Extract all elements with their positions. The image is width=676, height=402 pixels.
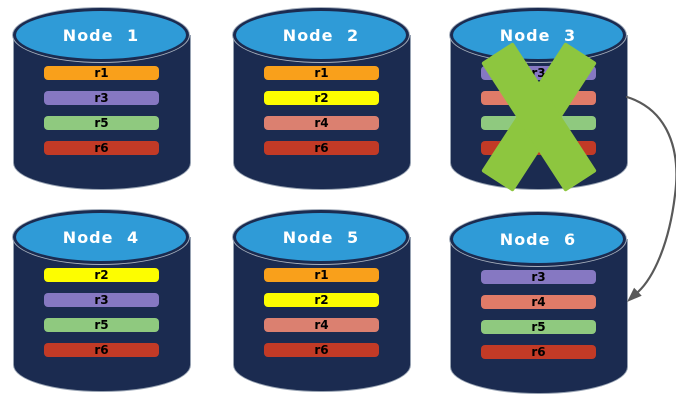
replica-bar-r4: r4 <box>481 295 596 309</box>
replica-bar-r2: r2 <box>264 293 379 307</box>
node-label: Node 4 <box>62 227 140 247</box>
replica-bar-r6: r6 <box>44 141 159 155</box>
replica-bar-r6: r6 <box>44 343 159 357</box>
cylinder-top: Node 5 <box>233 210 409 264</box>
db-node-5: Node 5 r1 r2 r4 r6 <box>233 210 411 394</box>
replica-bar-r1: r1 <box>264 66 379 80</box>
replica-bar-r1: r1 <box>44 66 159 80</box>
cylinder-top: Node 3 <box>450 8 626 62</box>
node-label: Node 5 <box>282 227 360 247</box>
replica-bar-r6: r6 <box>264 343 379 357</box>
cylinder-top: Node 6 <box>450 212 626 266</box>
cylinder-top: Node 1 <box>13 8 189 62</box>
replica-bar-r2: r2 <box>44 268 159 282</box>
db-node-2: Node 2 r1 r2 r4 r6 <box>233 8 411 192</box>
replica-bar-r5: r5 <box>481 320 596 334</box>
db-node-6: Node 6 r3 r4 r5 r6 <box>450 212 628 396</box>
replica-bar-r2: r2 <box>264 91 379 105</box>
node-label: Node 3 <box>499 25 577 45</box>
replica-bar-r3: r3 <box>44 91 159 105</box>
replica-bar-r4: r4 <box>264 116 379 130</box>
replica-list: r2 r3 r5 r6 <box>44 268 159 357</box>
replica-bar-r5: r5 <box>44 318 159 332</box>
db-node-1: Node 1 r1 r3 r5 r6 <box>13 8 191 192</box>
replica-list: r3 r4 r5 r6 <box>481 270 596 359</box>
replica-bar-r5: r5 <box>44 116 159 130</box>
db-node-4: Node 4 r2 r3 r5 r6 <box>13 210 191 394</box>
replica-bar-r6: r6 <box>264 141 379 155</box>
replica-bar-r3: r3 <box>44 293 159 307</box>
replica-bar-r1: r1 <box>264 268 379 282</box>
node-label: Node 6 <box>499 229 577 249</box>
replica-bar-r3: r3 <box>481 270 596 284</box>
node-label: Node 2 <box>282 25 360 45</box>
replica-bar-r6: r6 <box>481 345 596 359</box>
failed-x-icon <box>480 42 598 192</box>
replica-list: r1 r2 r4 r6 <box>264 268 379 357</box>
cylinder-top: Node 2 <box>233 8 409 62</box>
replica-bar-r4: r4 <box>264 318 379 332</box>
cylinder-top: Node 4 <box>13 210 189 264</box>
replica-list: r1 r2 r4 r6 <box>264 66 379 155</box>
replica-list: r1 r3 r5 r6 <box>44 66 159 155</box>
node-label: Node 1 <box>62 25 140 45</box>
